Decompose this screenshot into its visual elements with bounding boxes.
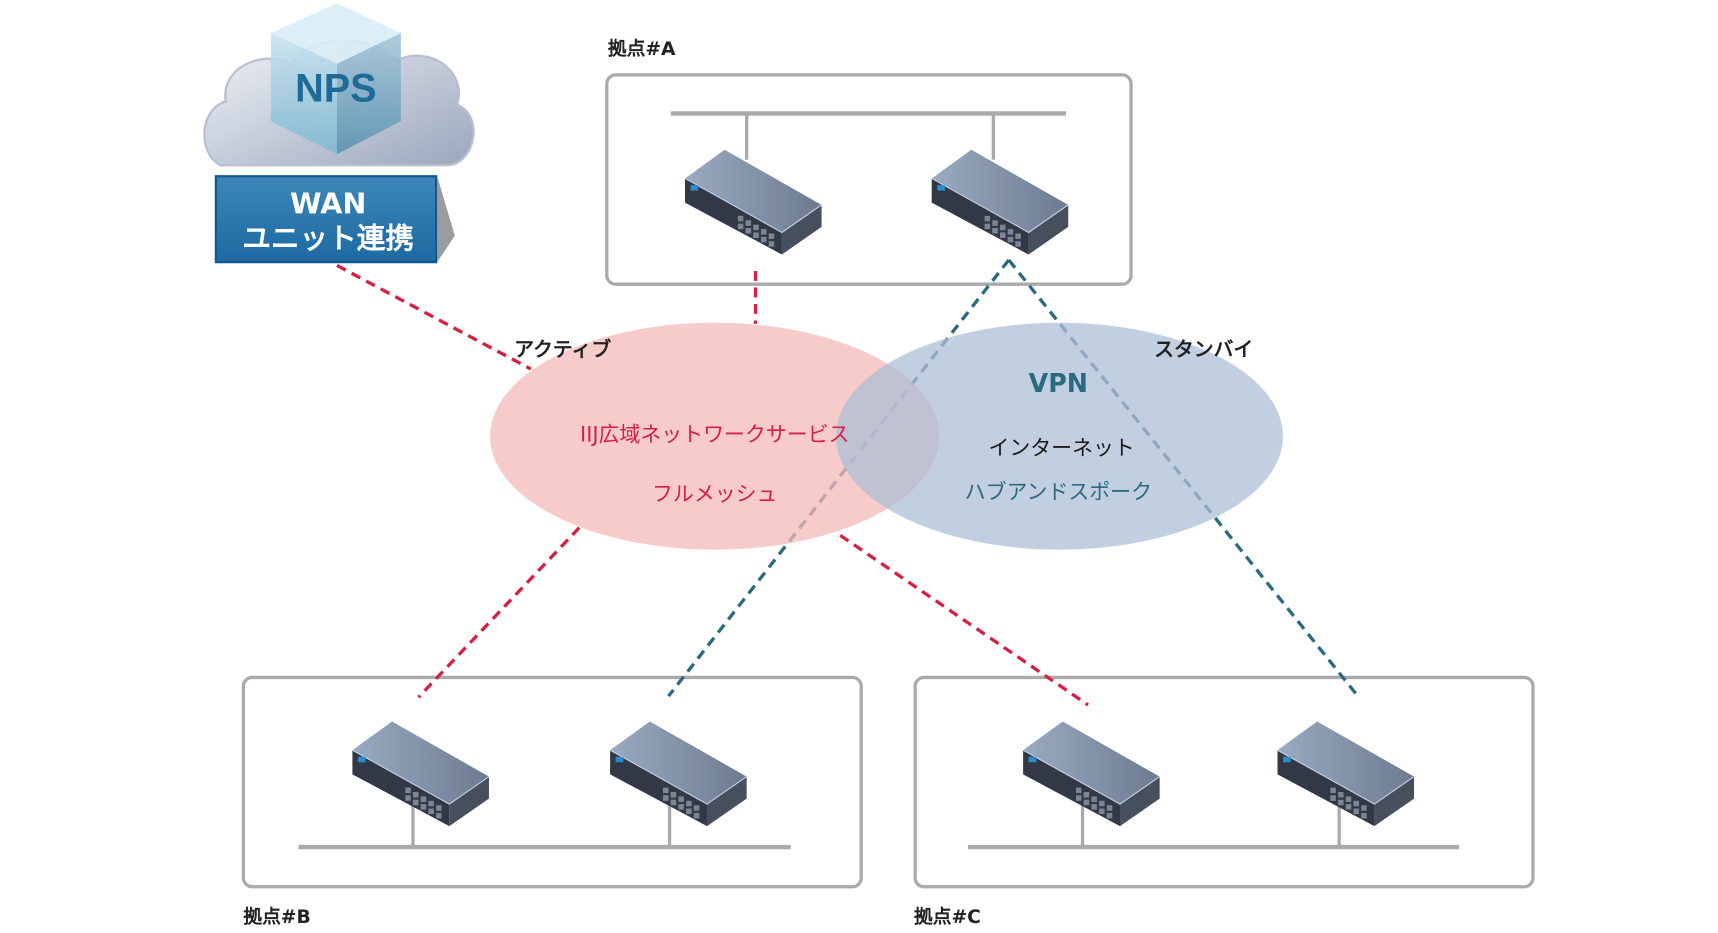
site-b: 拠点#B: [241, 675, 863, 928]
standby-links: [667, 258, 1360, 698]
link-c1-active: [839, 533, 1089, 707]
wan-label-line2: ユニット連携: [242, 221, 414, 255]
nps-cloud: NPS WAN ユニット連携: [203, 3, 475, 264]
wan-panel: [214, 175, 438, 264]
active-network-ellipse: [490, 322, 940, 550]
site-c-label: 拠点#C: [914, 906, 981, 928]
site-c: 拠点#C: [913, 675, 1535, 928]
link-a2-b2: [667, 258, 1011, 698]
active-links: [336, 264, 1089, 707]
link-wan-active: [336, 264, 532, 371]
active-mode-label: アクティブ: [514, 338, 611, 361]
link-b1-active: [417, 526, 581, 699]
nps-label: NPS: [295, 66, 377, 110]
link-a2-c2: [1007, 258, 1360, 698]
site-c-box: [913, 675, 1535, 889]
standby-mode-label: スタンバイ: [1154, 338, 1253, 361]
standby-network-ellipse: [835, 322, 1283, 550]
vpn-label: VPN: [1029, 368, 1088, 398]
site-a: 拠点#A: [605, 38, 1133, 286]
nps-cube-icon: NPS: [270, 3, 401, 155]
active-service-label: IIJ広域ネットワークサービス: [580, 423, 849, 447]
wan-label-line1: WAN: [290, 187, 366, 221]
wan-shadow: [437, 176, 455, 263]
active-topology-label: フルメッシュ: [652, 482, 777, 506]
site-b-label: 拠点#B: [243, 906, 310, 928]
site-b-box: [241, 675, 863, 889]
standby-service-label: インターネット: [988, 436, 1134, 460]
standby-topology-label: ハブアンドスポーク: [965, 480, 1152, 504]
site-a-label: 拠点#A: [608, 38, 676, 60]
